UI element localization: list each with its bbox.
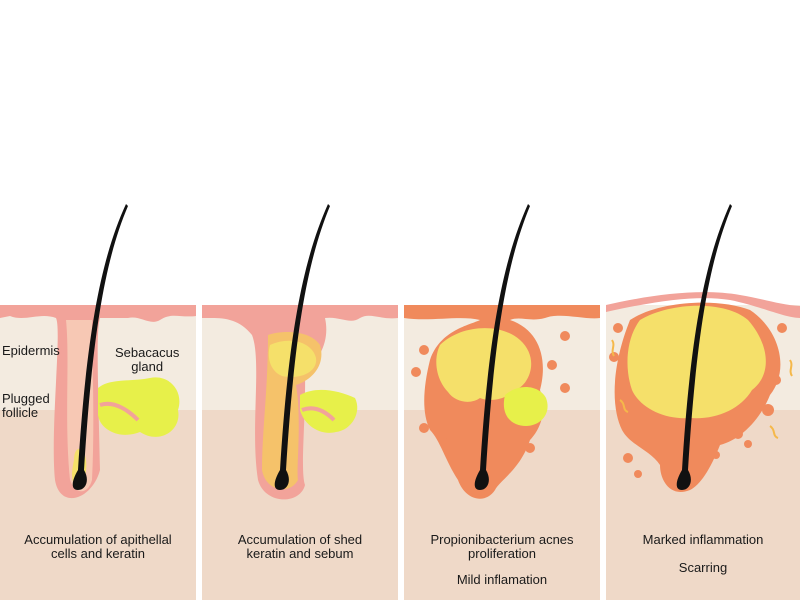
scar-fiber bbox=[790, 360, 792, 376]
stage-3-note: Mild inflamation bbox=[404, 573, 600, 587]
inflammatory-cell bbox=[771, 375, 781, 385]
inflammatory-cell bbox=[744, 440, 752, 448]
plugged-follicle-label-line-1: Plugged bbox=[2, 392, 50, 406]
inflammatory-cell bbox=[411, 367, 421, 377]
stage-2-caption: Accumulation of shed keratin and sebum bbox=[202, 533, 398, 561]
stage-4-note-text: Scarring bbox=[606, 561, 800, 575]
inflammatory-cell bbox=[634, 470, 642, 478]
plugged-follicle-label-line-2: follicle bbox=[2, 406, 50, 420]
stage-1-caption-line-1: Accumulation of apithellal bbox=[0, 533, 196, 547]
inflammatory-cell bbox=[617, 372, 627, 382]
stage-3-caption-line-2: proliferation bbox=[404, 547, 600, 561]
inflammatory-cell bbox=[712, 451, 720, 459]
inflammatory-cell bbox=[437, 431, 447, 441]
stage-3-note-text: Mild inflamation bbox=[404, 573, 600, 587]
sebaceous-gland-label-line-1: Sebacacus bbox=[115, 346, 179, 360]
stage-2-caption-line-1: Accumulation of shed bbox=[202, 533, 398, 547]
inflammatory-cell bbox=[623, 453, 633, 463]
inflammatory-cell bbox=[547, 360, 557, 370]
stage-3-caption: Propionibacterium acnes proliferation bbox=[404, 533, 600, 561]
inflammatory-cell bbox=[419, 345, 429, 355]
inflammatory-cell bbox=[762, 404, 774, 416]
inflammatory-cell bbox=[613, 323, 623, 333]
scar-fiber bbox=[612, 340, 614, 356]
panel-divider bbox=[600, 300, 606, 600]
inflammatory-cell bbox=[560, 331, 570, 341]
inflammatory-cell bbox=[777, 323, 787, 333]
epidermis-label: Epidermis bbox=[2, 344, 60, 358]
sebaceous-gland-label-line-2: gland bbox=[115, 360, 179, 374]
stage-4-caption-line-1: Marked inflammation bbox=[606, 533, 800, 547]
sebaceous-gland bbox=[504, 387, 548, 426]
plugged-follicle-label: Plugged follicle bbox=[2, 392, 50, 420]
stage-1-caption-line-2: cells and keratin bbox=[0, 547, 196, 561]
stage-4-note: Scarring bbox=[606, 561, 800, 575]
sebaceous-gland-label: Sebacacus gland bbox=[115, 346, 179, 374]
inflammatory-cell bbox=[419, 423, 429, 433]
stage-4-caption: Marked inflammation bbox=[606, 533, 800, 547]
epidermis-label-text: Epidermis bbox=[2, 344, 60, 358]
inflammatory-cell bbox=[733, 429, 743, 439]
stage-1-caption: Accumulation of apithellal cells and ker… bbox=[0, 533, 196, 561]
stage-3-caption-line-1: Propionibacterium acnes bbox=[404, 533, 600, 547]
inflammatory-cell bbox=[609, 352, 619, 362]
inflammatory-cell bbox=[560, 383, 570, 393]
sebaceous-gland bbox=[98, 377, 179, 436]
inflammatory-cell bbox=[525, 443, 535, 453]
stage-2-caption-line-2: keratin and sebum bbox=[202, 547, 398, 561]
